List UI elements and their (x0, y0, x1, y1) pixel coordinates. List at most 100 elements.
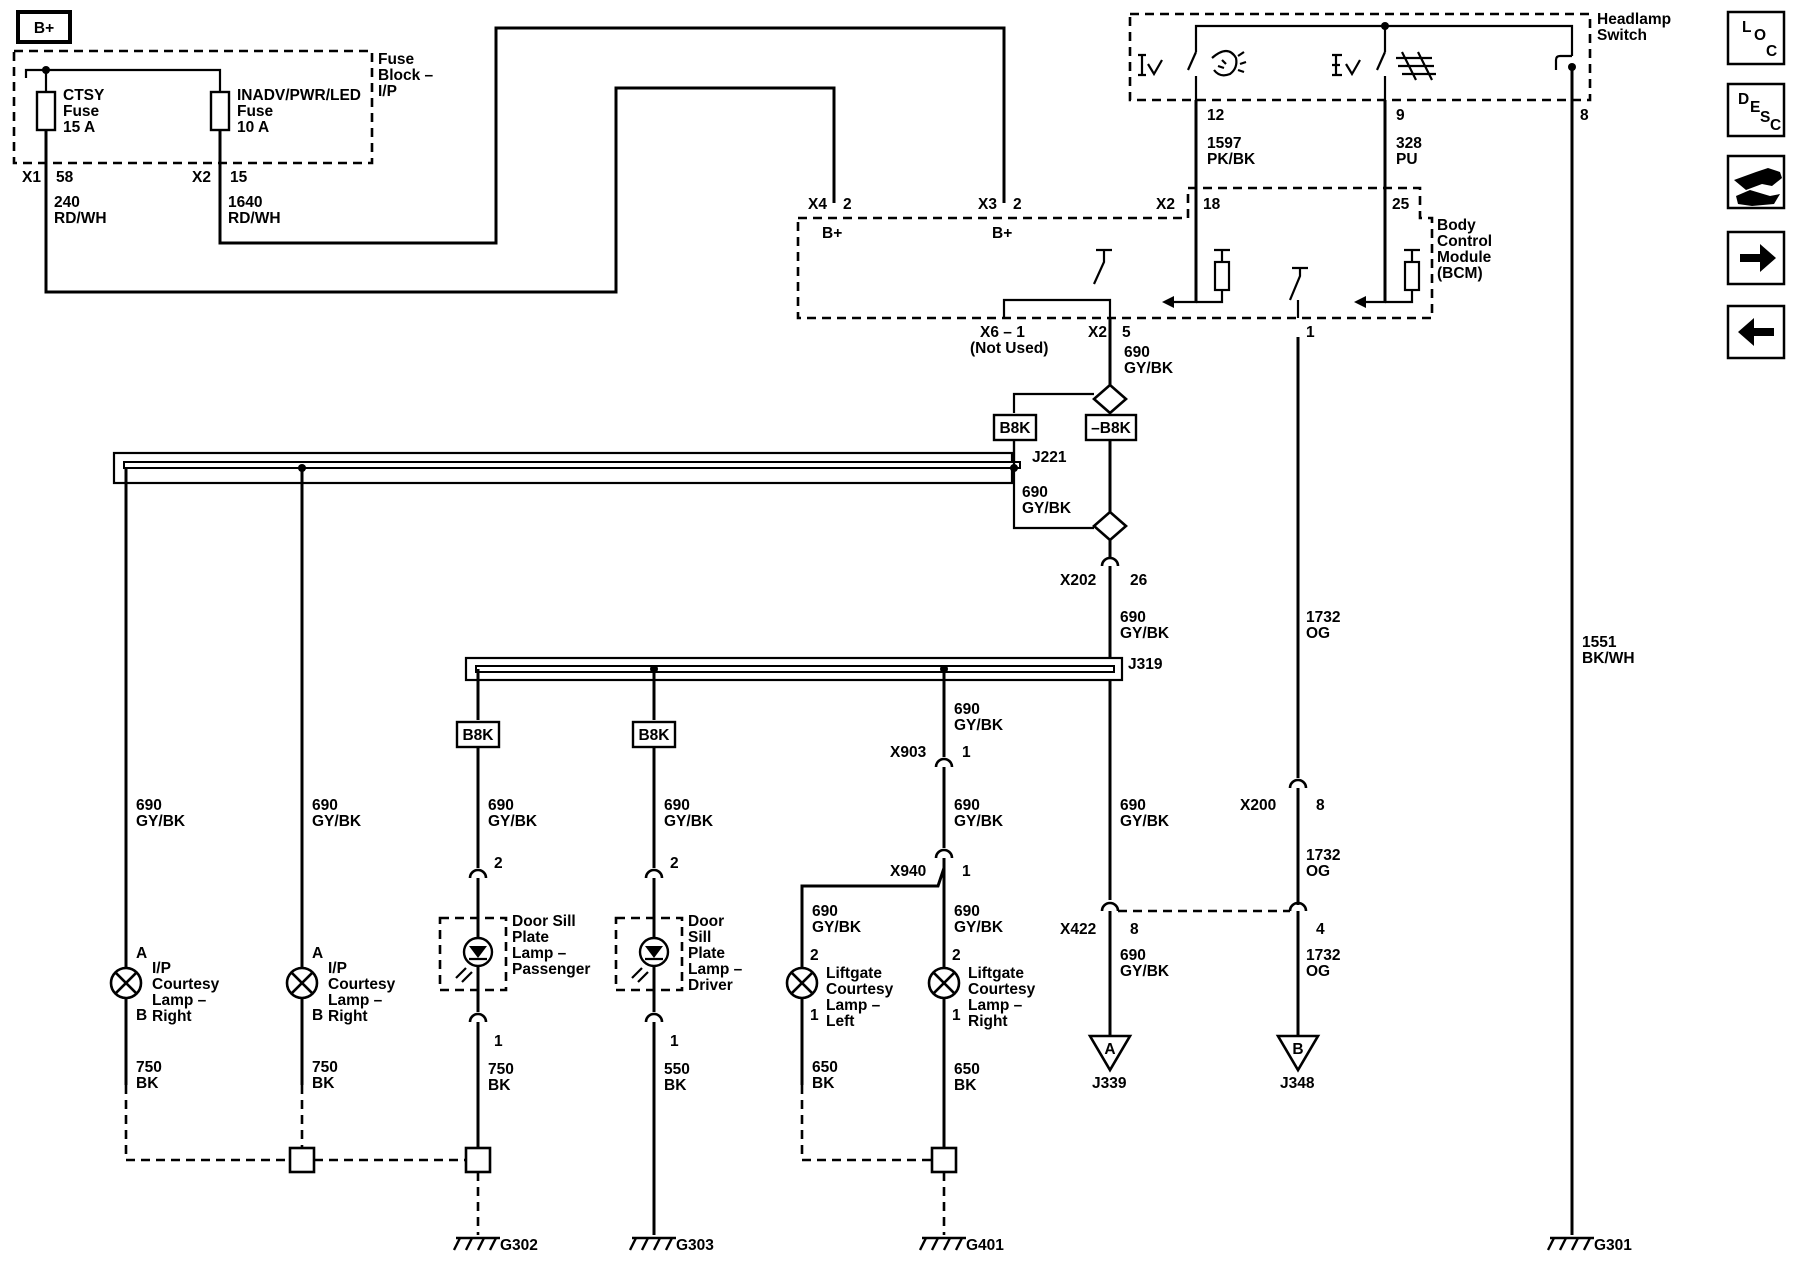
bplus-source: B+ (16, 10, 72, 44)
svg-text:B: B (1292, 1041, 1303, 1058)
previous-page-button[interactable] (1726, 304, 1786, 360)
bcm-pin-5: 5 (1122, 324, 1131, 341)
bcm-title: Body Control Module (BCM) (1437, 217, 1496, 282)
switch-pin-8: 8 (1580, 107, 1589, 124)
harness-j221: J221 (112, 440, 1067, 485)
fuse-x2: X2 (192, 169, 211, 186)
svg-text:–B8K: –B8K (1091, 420, 1131, 437)
bplus-label: B+ (34, 20, 54, 37)
lift-right-pin-1: 1 (952, 1007, 961, 1024)
loc-button[interactable]: L O C (1726, 10, 1786, 66)
arrow-left-icon (1738, 318, 1774, 346)
lamp-dsd-label: Door Sill Plate Lamp – Driver (688, 913, 747, 994)
parklamp-icon (1211, 49, 1247, 77)
headlamp-switch-title: Headlamp Switch (1597, 11, 1675, 44)
x202-label: X202 (1060, 572, 1096, 589)
inadv-fuse (209, 90, 231, 132)
arrow-right-icon (1740, 244, 1776, 272)
lamp-ip2-pin-a: A (312, 945, 323, 962)
lamp-ip1-pin-a: A (136, 945, 147, 962)
j319-label: J319 (1128, 656, 1163, 673)
dsd-pin-1: 1 (670, 1033, 679, 1050)
dsp-pin-2: 2 (494, 855, 503, 872)
wire-240 (44, 86, 836, 294)
b8k-box-3: B8K (631, 720, 677, 749)
lamp-dsp-label: Door Sill Plate Lamp – Passenger (512, 913, 590, 978)
fuse-x1-pin: 58 (56, 169, 74, 186)
lamp-ip1-label: I/P Courtesy Lamp – Right (152, 960, 224, 1025)
x422-connector-4 (1288, 901, 1308, 913)
x903-connector (934, 757, 954, 769)
x422-connector-8 (1100, 901, 1120, 913)
dsd-connector-top (644, 868, 664, 880)
lift-right-pin-2: 2 (952, 947, 961, 964)
splice-diamond-top (1092, 383, 1128, 415)
bcm-pullup-25 (1403, 260, 1421, 292)
lamp-ip2-pin-b: B (312, 1007, 323, 1024)
neg-b8k-box: –B8K (1084, 413, 1138, 442)
switch-pin-12: 12 (1207, 107, 1224, 124)
lamp-ip-courtesy-2 (285, 966, 319, 1000)
lift-left-pin-1: 1 (810, 1007, 819, 1024)
x200-pin: 8 (1316, 797, 1325, 814)
dsp-pin-1: 1 (494, 1033, 503, 1050)
j221-label: J221 (1032, 449, 1067, 466)
dsp-connector-top (468, 868, 488, 880)
svg-text:C: C (1766, 43, 1777, 60)
bcm-x2-5: X2 (1088, 324, 1107, 341)
connector-view-button[interactable] (1726, 154, 1786, 210)
switch-auto-icon (1138, 53, 1163, 77)
bcm-x4: X4 (808, 196, 827, 213)
bcm-x4-pin: 2 (843, 196, 852, 213)
desc-button[interactable]: D E S C (1726, 82, 1786, 138)
svg-text:E: E (1750, 99, 1760, 116)
x903-label: X903 (890, 744, 927, 761)
switch-contact-12 (1186, 51, 1198, 71)
bcm-x6: X6 – 1 (980, 324, 1025, 341)
fuse-x2-pin: 15 (230, 169, 248, 186)
switch-dimmer-icon (1332, 53, 1361, 77)
bcm-not-used: (Not Used) (970, 340, 1048, 357)
dsd-connector-bottom (644, 1012, 664, 1024)
inadv-fuse-label: INADV/PWR/LED Fuse 10 A (237, 87, 365, 136)
fuse-x1: X1 (22, 169, 41, 186)
svg-text:D: D (1738, 91, 1749, 108)
fuse-block-ip: Fuse Block – I/P CTSY Fuse 15 A INADV/PW… (12, 49, 434, 186)
dimming-icon (1396, 51, 1436, 81)
lift-left-pin-2: 2 (810, 947, 819, 964)
harness-j319: J319 (464, 656, 1163, 682)
g302-label: G302 (500, 1237, 538, 1254)
bcm-pin-18: 18 (1203, 196, 1221, 213)
dsd-pin-2: 2 (670, 855, 679, 872)
lamp-ip1-pin-b: B (136, 1007, 147, 1024)
wire-1640 (218, 26, 1006, 245)
svg-text:C: C (1770, 117, 1781, 134)
x940-label: X940 (890, 863, 926, 880)
lamp-door-sill-driver (614, 916, 684, 992)
b8k-box-1: B8K (992, 413, 1038, 442)
next-page-button[interactable] (1726, 230, 1786, 286)
body-control-module: Body Control Module (BCM) X4 2 X3 2 B+ B… (796, 186, 1496, 357)
g303-label: G303 (676, 1237, 714, 1254)
x940-connector (934, 848, 954, 860)
x940-pin: 1 (962, 863, 971, 880)
headlamp-switch: Headlamp Switch 12 9 8 (1128, 11, 1675, 124)
switch-pin-9: 9 (1396, 107, 1405, 124)
x202-connector (1100, 556, 1120, 568)
lamp-ip-courtesy-1 (109, 966, 143, 1000)
